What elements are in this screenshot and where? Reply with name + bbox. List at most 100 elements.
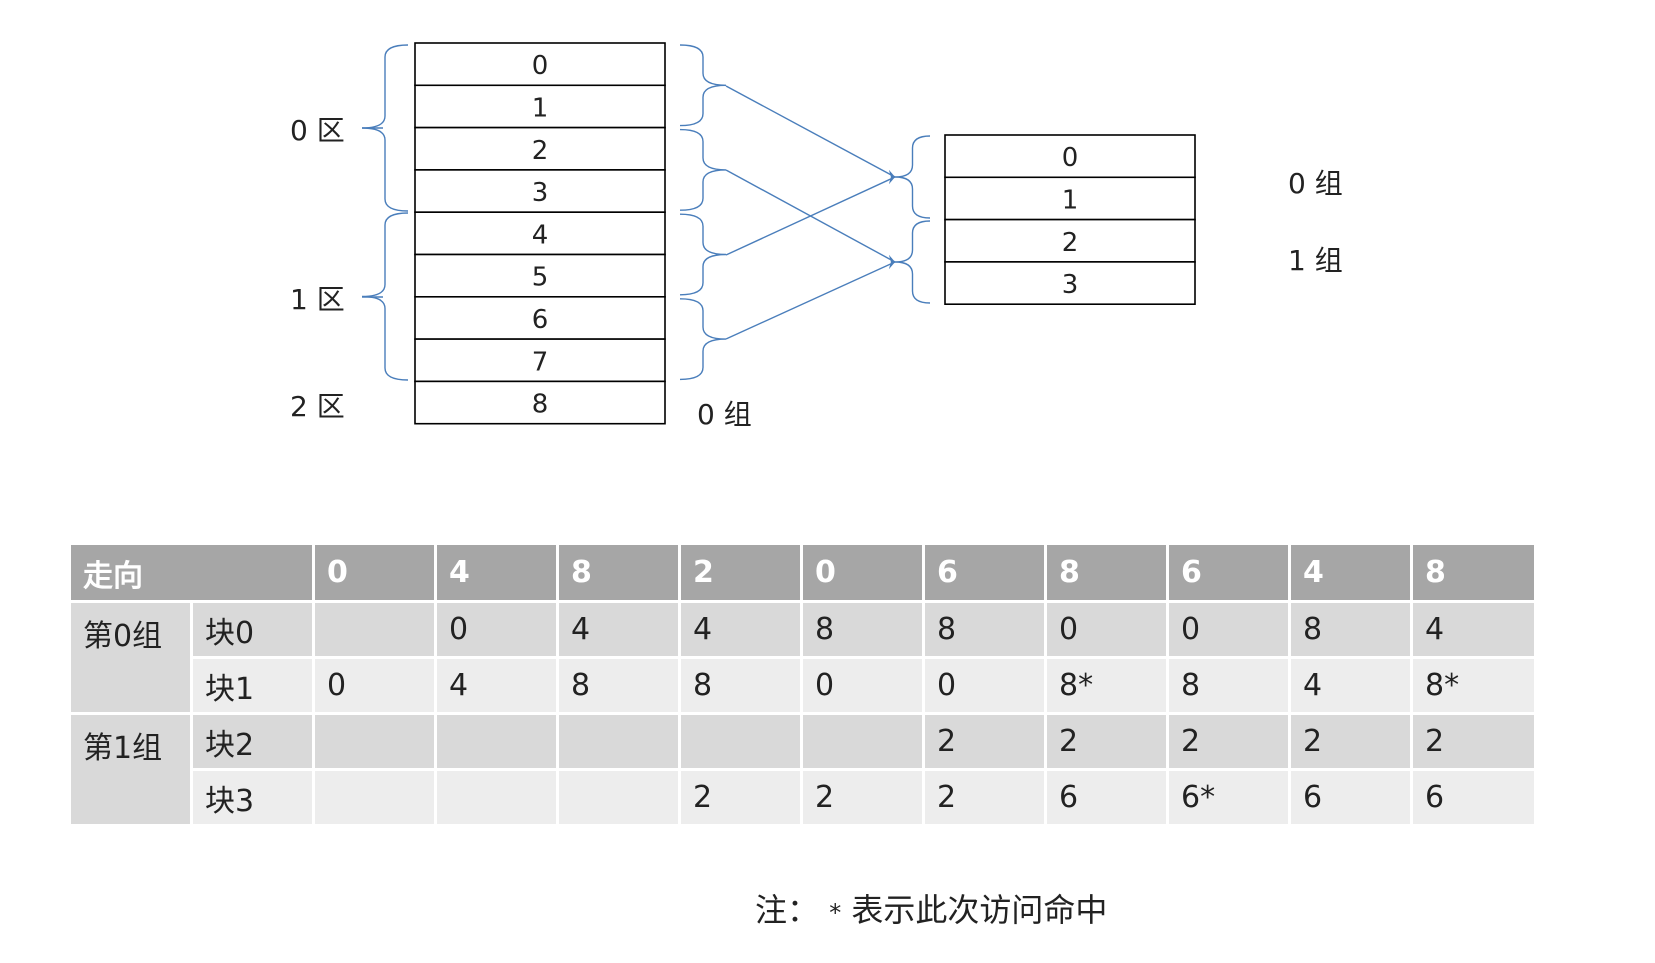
mapping-line-g0-to-c0	[725, 85, 896, 178]
cache-group-label-0: 0 组	[1288, 167, 1343, 200]
group-label-1: 第1组	[71, 715, 193, 827]
table-cell: 8	[1291, 603, 1413, 659]
table-cell: 8	[1169, 659, 1291, 715]
cache-block-0	[944, 134, 1196, 179]
table-cell: 0	[1169, 603, 1291, 659]
table-cell: 8	[559, 659, 681, 715]
header-access-3: 2	[681, 545, 803, 603]
memory-block-label-3: 3	[532, 178, 549, 208]
star-marker: *	[829, 899, 842, 927]
memory-block-label-1: 1	[532, 93, 549, 123]
memory-group-bracket-3	[679, 298, 727, 381]
cache-block-1	[944, 176, 1196, 221]
group-label-0: 第0组	[71, 603, 193, 715]
table-cell: 8*	[1047, 659, 1169, 715]
mapping-line-g2-to-c0	[725, 176, 896, 256]
footnote-text: 表示此次访问命中	[851, 891, 1108, 929]
table-cell: 2	[803, 771, 925, 827]
cache-block-label-1: 1	[1062, 185, 1079, 215]
memory-block-label-6: 6	[532, 305, 549, 335]
table-cell	[681, 715, 803, 771]
table-cell: 6	[1413, 771, 1534, 827]
table-cell: 4	[1413, 603, 1534, 659]
cache-block-label-0: 0	[1062, 143, 1079, 173]
cache-block-label-3: 3	[1062, 270, 1079, 300]
header-access-2: 8	[559, 545, 681, 603]
table-cell: 8	[803, 603, 925, 659]
memory-block-label-5: 5	[532, 263, 549, 293]
table-cell: 8*	[1413, 659, 1534, 715]
header-access-9: 8	[1413, 545, 1534, 603]
memory-block-7	[414, 338, 666, 383]
footnote: 注： * 表示此次访问命中	[755, 885, 1107, 931]
table-cell: 4	[681, 603, 803, 659]
main-memory-group-label: 0 组	[697, 398, 752, 431]
memory-block-5	[414, 253, 666, 298]
table-cell: 4	[437, 659, 559, 715]
table-cell	[437, 771, 559, 827]
table-cell	[559, 771, 681, 827]
table-cell: 2	[1413, 715, 1534, 771]
mapping-line-g2-to-c0-head	[889, 170, 895, 184]
table-cell: 8	[925, 603, 1047, 659]
table-cell	[437, 715, 559, 771]
cache-blocks: 0 1 2 3	[944, 134, 1196, 305]
table-cell: 0	[925, 659, 1047, 715]
memory-group-bracket-0	[679, 44, 727, 127]
zone-label-2: 2 区	[290, 390, 345, 423]
header-label: 走向	[71, 545, 315, 603]
table-cell: 4	[559, 603, 681, 659]
memory-block-label-4: 4	[532, 220, 549, 250]
zone-label-0: 0 区	[290, 114, 345, 147]
memory-block-3	[414, 169, 666, 213]
footnote-prefix: 注：	[755, 891, 820, 929]
block-label: 块3	[193, 771, 315, 827]
table-cell	[315, 715, 437, 771]
mapping-line-g3-to-c1	[725, 261, 896, 340]
header-access-0: 0	[315, 545, 437, 603]
table-cell: 0	[1047, 603, 1169, 659]
header-access-8: 4	[1291, 545, 1413, 603]
memory-block-8	[414, 380, 666, 425]
memory-block-label-7: 7	[532, 347, 549, 377]
memory-block-0	[414, 42, 666, 87]
cache-group-bracket-0	[894, 135, 931, 219]
header-access-6: 8	[1047, 545, 1169, 603]
table-cell	[803, 715, 925, 771]
memory-group-bracket-1	[679, 128, 727, 211]
block-label: 块1	[193, 659, 315, 715]
block-label: 块0	[193, 603, 315, 659]
table-cell: 2	[681, 771, 803, 827]
table-cell: 8	[681, 659, 803, 715]
table-cell: 2	[1291, 715, 1413, 771]
header-access-7: 6	[1169, 545, 1291, 603]
table-cell: 6*	[1169, 771, 1291, 827]
table-cell	[559, 715, 681, 771]
table-cell: 6	[1291, 771, 1413, 827]
cache-block-label-2: 2	[1062, 228, 1079, 258]
main-memory-blocks: 0 1 2 3 4 5 6 7 8	[414, 42, 666, 425]
table-cell: 2	[925, 715, 1047, 771]
table-cell: 0	[803, 659, 925, 715]
table-cell	[315, 603, 437, 659]
memory-block-1	[414, 84, 666, 129]
memory-block-label-0: 0	[532, 51, 549, 81]
table-cell: 4	[1291, 659, 1413, 715]
cache-block-3	[944, 261, 1196, 305]
cache-group-label-1: 1 组	[1288, 244, 1343, 277]
memory-block-label-2: 2	[532, 136, 549, 166]
block-label: 块2	[193, 715, 315, 771]
mapping-line-g3-to-c1-head	[889, 255, 895, 269]
table-cell: 0	[437, 603, 559, 659]
table-cell: 6	[1047, 771, 1169, 827]
header-access-5: 6	[925, 545, 1047, 603]
memory-block-label-8: 8	[532, 390, 549, 420]
cache-group-bracket-1	[894, 220, 931, 304]
